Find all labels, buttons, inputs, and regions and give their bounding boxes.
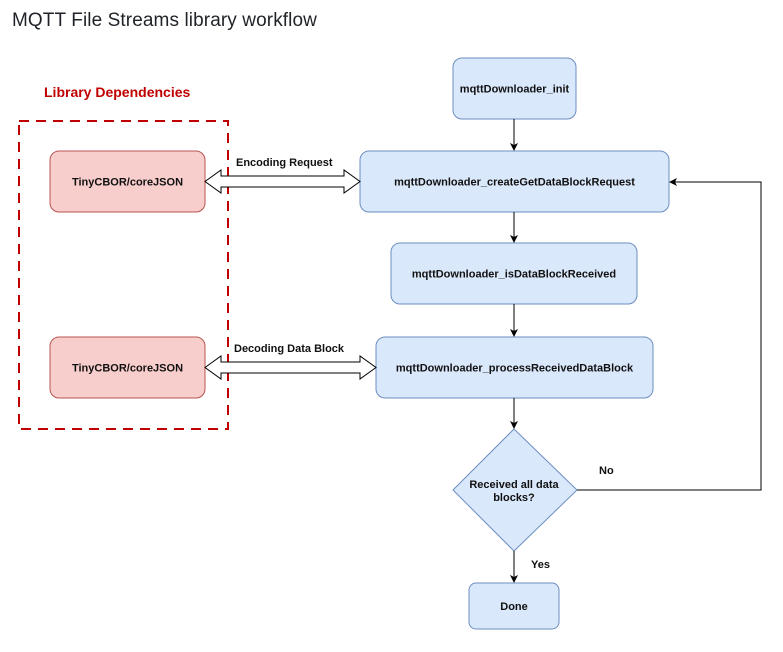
node-create-request-label: mqttDownloader_createGetDataBlockRequest (394, 177, 635, 189)
edge-label-decoding-data-block: Decoding Data Block (234, 343, 345, 355)
edge-decision-no-loop (577, 178, 762, 491)
dependencies-border (18, 120, 229, 430)
node-decision-label-line1: Received all data (469, 479, 559, 491)
dependency-node-encode-label: TinyCBOR/coreJSON (72, 177, 183, 189)
dependency-node-decode-label: TinyCBOR/coreJSON (72, 363, 183, 375)
dependencies-title: Library Dependencies (44, 84, 190, 100)
edge-label-no: No (599, 465, 614, 477)
node-is-received-label: mqttDownloader_isDataBlockReceived (412, 269, 616, 281)
edge-label-yes: Yes (531, 559, 550, 571)
node-decision-label-line2: blocks? (493, 492, 535, 504)
page-title: MQTT File Streams library workflow (12, 10, 317, 31)
edge-decoding-double-arrow (204, 355, 377, 380)
node-done-label: Done (500, 601, 528, 613)
node-done (468, 582, 560, 630)
node-process-block-label: mqttDownloader_processReceivedDataBlock (396, 363, 634, 375)
node-init-label: mqttDownloader_init (460, 84, 570, 96)
edge-label-encoding-request: Encoding Request (236, 157, 333, 169)
edge-encoding-double-arrow (204, 169, 361, 194)
